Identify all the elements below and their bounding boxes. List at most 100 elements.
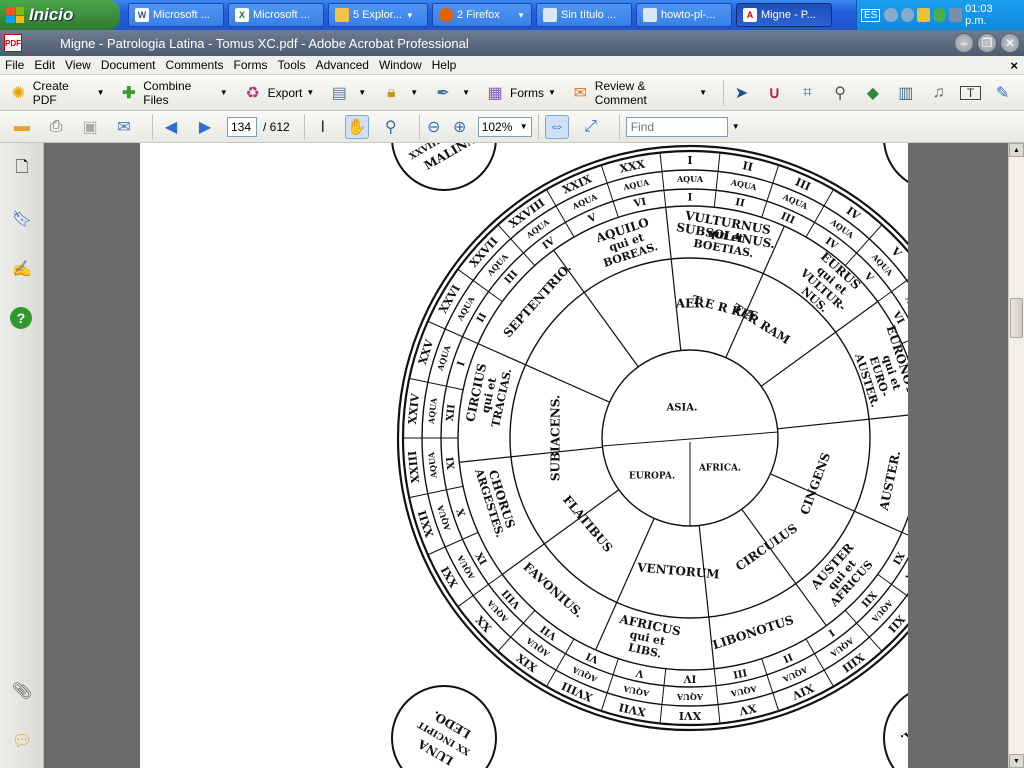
zoom-in-icon[interactable]: ⊕: [453, 118, 467, 136]
wind-divider: [501, 489, 620, 575]
day-divider: [546, 189, 575, 238]
menu-help[interactable]: Help: [431, 58, 457, 72]
vertical-scrollbar[interactable]: ▲ ▼: [1008, 143, 1024, 768]
scroll-up-icon[interactable]: ▲: [1009, 143, 1024, 157]
day-divider: [761, 658, 780, 712]
comments-icon[interactable]: 💬︎: [11, 733, 33, 750]
text-field-icon[interactable]: T: [960, 85, 982, 100]
day-numeral: V: [888, 244, 904, 260]
create-pdf-button[interactable]: ✺ Create PDF▼: [4, 79, 108, 107]
folder-icon: [335, 8, 349, 22]
forms-button[interactable]: ▦ Forms▼: [480, 79, 560, 107]
sound-icon[interactable]: ♫: [932, 83, 945, 101]
close-button[interactable]: ✕: [1000, 33, 1020, 53]
restore-button[interactable]: ❐: [977, 33, 997, 53]
menu-edit[interactable]: Edit: [34, 58, 56, 72]
forward-arrow-icon[interactable]: [900, 8, 914, 22]
export-button[interactable]: ♻ Export▼: [238, 79, 319, 107]
day-divider: [713, 668, 721, 724]
menu-document[interactable]: Document: [100, 58, 156, 72]
review-comment-button[interactable]: ✉ Review & Comment▼: [566, 79, 711, 107]
secure-document-button[interactable]: ▤▼: [324, 79, 370, 107]
zoom-out-icon[interactable]: ⊖: [427, 118, 441, 136]
document-area[interactable]: IAQUAIIIAQUAIIIIIAQUAIIIIVAQUAIVVAQUAVVI…: [44, 143, 1008, 768]
movie-icon[interactable]: ▥: [898, 84, 914, 102]
email-icon[interactable]: ✉: [117, 118, 131, 136]
toolbar-separator: [618, 113, 620, 140]
find-input[interactable]: [625, 116, 728, 137]
wind-divider: [777, 413, 921, 430]
day-numeral: XV: [738, 701, 758, 717]
start-button[interactable]: Inicio: [0, 0, 120, 30]
moon-circle: [883, 143, 989, 191]
save-icon[interactable]: ▣: [82, 118, 98, 136]
secure-button[interactable]: 🔒︎▼: [376, 79, 422, 107]
aqua-label: AQUA: [676, 174, 704, 184]
toolbar-separator: [723, 79, 725, 106]
fit-page-icon[interactable]: ⤢: [584, 117, 598, 135]
combine-files-button[interactable]: ✚ Combine Files▼: [114, 79, 231, 107]
menu-file[interactable]: File: [5, 58, 25, 72]
taskbar-item-explorer[interactable]: 5 Explor...▼: [328, 3, 428, 27]
zoom-select[interactable]: 102%▼: [477, 116, 532, 137]
ring-word: SUBIACENS.: [549, 395, 563, 481]
inner-numeral: IV: [684, 673, 697, 684]
crop-tool-icon[interactable]: ⌗: [802, 83, 812, 101]
link-tool-icon[interactable]: ∪: [768, 84, 781, 102]
3d-object-icon[interactable]: ◆: [866, 84, 880, 102]
wind-divider: [741, 508, 827, 627]
chevron-down-icon[interactable]: ▼: [731, 122, 740, 131]
scroll-thumb[interactable]: [1010, 298, 1023, 338]
page-number-input[interactable]: [227, 116, 257, 137]
previous-page-icon[interactable]: ◀: [164, 118, 178, 136]
pages-icon[interactable]: 🗋: [15, 158, 29, 176]
menu-forms[interactable]: Forms: [233, 58, 268, 72]
attach-icon[interactable]: ⚲: [834, 84, 846, 102]
fit-width-icon[interactable]: ⇔: [544, 114, 569, 139]
language-indicator[interactable]: ES: [861, 8, 881, 22]
messenger-icon[interactable]: [932, 8, 946, 22]
taskbar-item-firefox[interactable]: 2 Firefox▼: [432, 3, 532, 27]
text-select-icon[interactable]: Ⅰ: [320, 118, 326, 136]
word-icon: W: [135, 8, 149, 22]
inner-numeral: X: [455, 507, 468, 518]
inner-numeral: II: [475, 311, 489, 325]
day-divider: [546, 638, 575, 687]
network-icon[interactable]: [948, 8, 963, 22]
day-divider: [713, 152, 721, 208]
help-icon[interactable]: ?: [10, 307, 32, 329]
menu-advanced[interactable]: Advanced: [315, 58, 369, 72]
ring-word: FLATIBUS: [560, 493, 615, 555]
taskbar-item-howto[interactable]: howto-pl-...: [636, 3, 732, 27]
close-document-icon[interactable]: ×: [1010, 57, 1018, 73]
menu-tools[interactable]: Tools: [277, 58, 306, 72]
attachments-icon[interactable]: 📎︎: [11, 683, 33, 700]
security-icon[interactable]: [916, 8, 930, 22]
hand-tool-icon[interactable]: ✋: [344, 114, 369, 139]
window-title: Migne - Patrologia Latina - Tomus XC.pdf…: [60, 35, 469, 51]
menu-view[interactable]: View: [65, 58, 91, 72]
zoom-marquee-icon[interactable]: ⚲: [384, 118, 397, 136]
sign-button[interactable]: ✒▼: [428, 79, 474, 107]
next-page-icon[interactable]: ▶: [198, 118, 212, 136]
taskbar-item-notepad[interactable]: Sin título ...: [536, 3, 632, 27]
menu-window[interactable]: Window: [378, 58, 422, 72]
wind-divider: [595, 518, 655, 651]
print-icon[interactable]: ⎙: [49, 117, 63, 135]
minimize-button[interactable]: ‒: [954, 33, 974, 53]
day-divider: [901, 531, 953, 556]
day-divider: [805, 189, 834, 238]
document-stack-icon: ▤: [331, 84, 347, 102]
menu-comments[interactable]: Comments: [165, 58, 224, 72]
open-folder-icon[interactable]: ▬: [14, 117, 30, 135]
select-tool-icon[interactable]: ➤: [734, 84, 749, 102]
inner-numeral: I: [826, 626, 837, 638]
bookmarks-icon[interactable]: 🔖︎: [11, 211, 33, 228]
signatures-icon[interactable]: ✍: [12, 261, 32, 278]
back-arrow-icon[interactable]: [884, 8, 898, 22]
scroll-down-icon[interactable]: ▼: [1009, 754, 1024, 768]
edit-form-icon[interactable]: ✎: [995, 84, 1010, 102]
